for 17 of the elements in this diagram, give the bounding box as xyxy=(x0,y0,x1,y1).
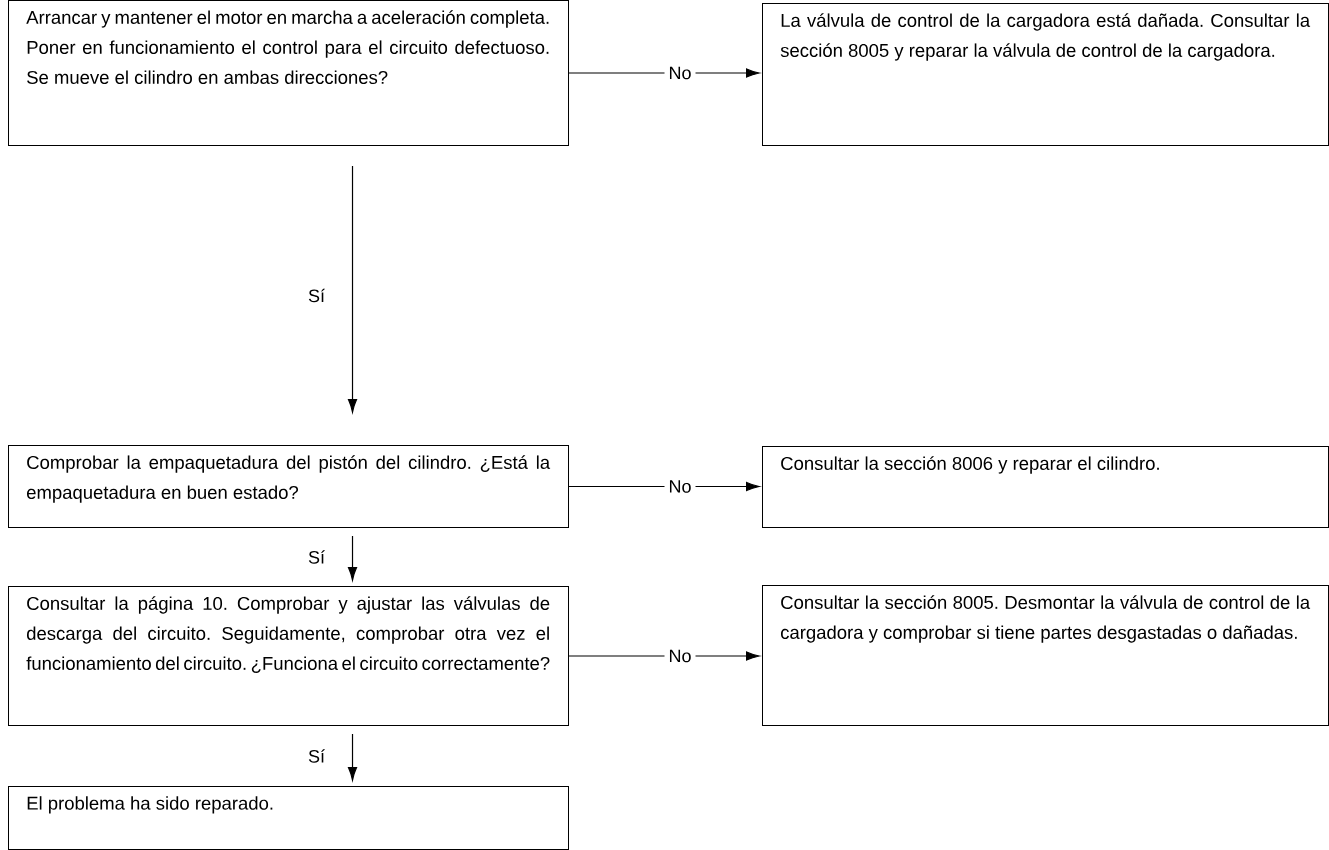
process-box: Arrancar y mantener el motor en marcha a aceleración completa. Poner en funcionamiento el control para el circuito defectuoso. Se mueve el cilindro en ambas direcciones? xyxy=(8,0,569,146)
process-box: La válvula de control de la cargadora está dañada. Consultar la sección 8005 y reparar la válvula de control de la cargadora. xyxy=(762,3,1329,146)
edge-label: Sí xyxy=(306,747,327,765)
edge-label: No xyxy=(664,476,696,497)
edge-label: No xyxy=(664,645,696,667)
process-box: Consultar la sección 8006 y reparar el cilindro. xyxy=(762,446,1329,528)
edge-label: Sí xyxy=(306,286,327,305)
process-box: Comprobar la empaquetadura del pistón del cilindro. ¿Está la empaquetadura en buen estado? xyxy=(8,445,569,528)
process-box: El problema ha sido reparado. xyxy=(8,786,569,850)
arrow xyxy=(568,481,760,492)
arrow xyxy=(347,733,358,781)
process-box: Consultar la sección 8005. Desmontar la válvula de control de la cargadora y comprobar si tiene partes desgastadas o dañadas. xyxy=(762,585,1329,726)
edge-label: Sí xyxy=(306,548,327,566)
arrow xyxy=(347,535,358,581)
process-box: Consultar la página 10. Comprobar y ajustar las válvulas de descarga del circuito. Seguidamente, comprobar otra vez el funcionamiento del circuito. ¿Funciona el circuito correctamente? xyxy=(8,586,569,726)
arrow xyxy=(347,165,358,413)
edge-label: No xyxy=(664,62,696,84)
